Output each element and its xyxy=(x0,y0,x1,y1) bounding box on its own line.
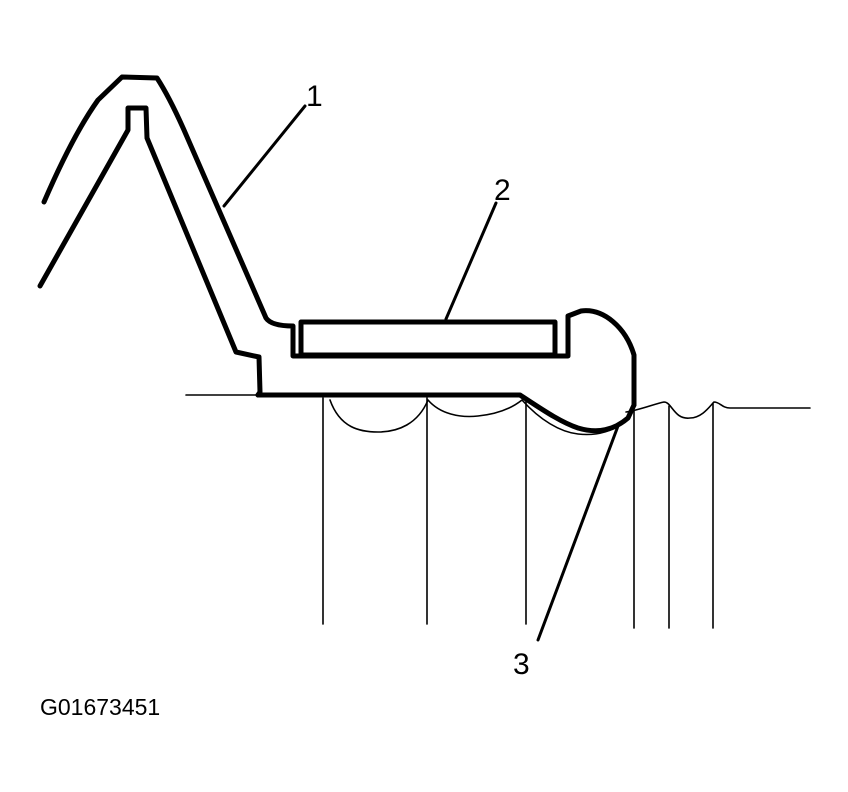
seal-body xyxy=(37,74,637,434)
seal-outer-contour xyxy=(41,74,637,408)
metal-insert xyxy=(298,319,558,358)
callout-number-3: 3 xyxy=(513,648,530,681)
figure-id: G01673451 xyxy=(40,694,161,720)
surface-line-right xyxy=(625,401,811,419)
callout-number-2: 2 xyxy=(494,174,511,207)
mating-surface xyxy=(185,394,811,629)
surface-scallops xyxy=(329,399,623,436)
callout-number-1: 1 xyxy=(306,80,323,113)
seal-inner-contour xyxy=(37,105,263,398)
leader-line-1 xyxy=(222,104,307,208)
leader-line-2 xyxy=(444,201,498,321)
leader-line-3 xyxy=(536,424,620,642)
